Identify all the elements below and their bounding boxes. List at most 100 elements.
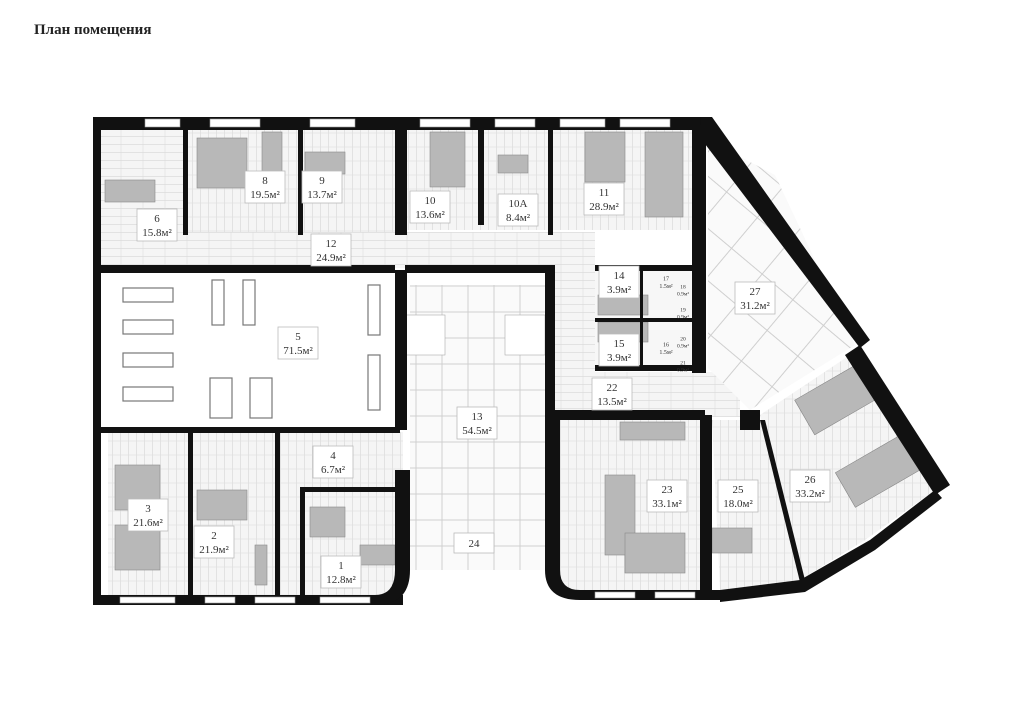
room-label-box [598, 265, 640, 299]
room-label-8: 8 19.5м² [244, 170, 286, 204]
room-label-9: 9 13.7м² [301, 170, 343, 204]
room-area: 12.8м² [326, 574, 356, 586]
room-label-box [312, 445, 354, 479]
room-number: 21 [680, 361, 686, 367]
room-area: 3.9м² [607, 352, 632, 364]
room-area: 21.9м² [199, 544, 229, 556]
room-label-box [409, 190, 451, 224]
room-label-20: 200.9м² [677, 337, 689, 350]
room-area: 8.4м² [506, 212, 531, 224]
room-label-6: 615.8м² [136, 208, 178, 242]
room-22-floor [545, 372, 740, 417]
room-number: 19 [680, 308, 686, 314]
room-label-10A: 10A 8.4м² [497, 193, 539, 227]
room-number: 4 [330, 450, 336, 462]
gym-equipment [122, 279, 381, 419]
room-area: 0.9м² [677, 315, 689, 321]
room-area: 1.5м² [659, 349, 672, 356]
room-number: 14 [614, 270, 626, 282]
room-label-box [127, 498, 169, 532]
room-number: 10 [425, 195, 437, 207]
room-number: 2 [211, 530, 217, 542]
room-number: 12 [326, 238, 337, 250]
room-area: 3.9м² [607, 284, 632, 296]
room-label-box [734, 281, 776, 315]
room-area: 0.9м² [677, 344, 689, 350]
room-label-box [277, 326, 319, 360]
room-label-box [136, 208, 178, 242]
room-area: 0.9м² [677, 368, 689, 374]
room-number: 16 [663, 342, 669, 348]
furniture [104, 131, 926, 586]
room-area: 71.5м² [283, 345, 313, 357]
room-area: 13.6м² [415, 209, 445, 221]
room-label-22: 22 13.5м² [591, 377, 633, 411]
room-area: 54.5м² [462, 425, 492, 437]
room-label-18: 180.9м² [677, 285, 689, 298]
room-number: 23 [662, 484, 674, 496]
room-number: 27 [750, 286, 762, 298]
room-number: 13 [472, 411, 484, 423]
room-label-14: 14 3.9м² [598, 265, 640, 299]
room-area: 28.9м² [589, 201, 619, 213]
room-label-1: 1 12.8м² [320, 555, 362, 589]
room-label-box [193, 525, 235, 559]
room-label-15: 15 3.9м² [598, 333, 640, 367]
room-label-19: 190.9м² [677, 308, 689, 321]
room-label-21: 210.9м² [677, 361, 689, 374]
room-number: 9 [319, 175, 325, 187]
room-label-24: 24 [453, 532, 495, 554]
room-label-box [789, 469, 831, 503]
room-area: 13.5м² [597, 396, 627, 408]
room-number: 25 [733, 484, 745, 496]
walls [93, 117, 950, 605]
room-area: 31.2м² [740, 300, 770, 312]
room-label-10: 10 13.6м² [409, 190, 451, 224]
room-area: 1.5м² [659, 283, 672, 290]
room-label-box [717, 479, 759, 513]
room-area: 21.6м² [133, 517, 163, 529]
room-label-3: 3 21.6м² [127, 498, 169, 532]
room-area: 33.2м² [795, 488, 825, 500]
room-label-box [244, 170, 286, 204]
room-number: 1 [338, 560, 344, 572]
room-area: 6.7м² [321, 464, 346, 476]
room-number: 18 [680, 285, 686, 291]
room-label-box [301, 170, 343, 204]
room-number: 26 [805, 474, 817, 486]
room-label-box [310, 233, 352, 267]
room-number: 20 [680, 337, 686, 343]
room-label-box [591, 377, 633, 411]
room-5-floor [108, 275, 398, 425]
room-label-5: 571.5м² [277, 326, 319, 360]
room-number: 15 [614, 338, 626, 350]
room-number: 8 [262, 175, 268, 187]
room-label-13: 13 54.5м² [456, 406, 498, 440]
room-area: 19.5м² [250, 189, 280, 201]
room-label-box [598, 333, 640, 367]
room-label-4: 4 6.7м² [312, 445, 354, 479]
room-label-box [453, 532, 495, 554]
room-label-2: 2 21.9м² [193, 525, 235, 559]
room-area: 15.8м² [142, 227, 172, 239]
room-label-27: 27 31.2м² [734, 281, 776, 315]
room-area: 13.7м² [307, 189, 337, 201]
page-title: План помещения [34, 22, 152, 38]
room-label-17: 171.5м² [659, 276, 672, 290]
room-label-26: 26 33.2м² [789, 469, 831, 503]
room-number: 3 [145, 503, 151, 515]
room-label-box [583, 182, 625, 216]
room-label-box [646, 479, 688, 513]
corridor-floor [555, 232, 595, 382]
room-labels: 1 12.8м² 2 21.9м² 3 21.6м² 4 6.7м² 571.5м² 615.8м… [127, 170, 831, 589]
room-number: 22 [607, 382, 618, 394]
room-label-box [497, 193, 539, 227]
room-label-box [320, 555, 362, 589]
room-number: 24 [469, 538, 481, 550]
room-number: 10A [509, 198, 528, 210]
